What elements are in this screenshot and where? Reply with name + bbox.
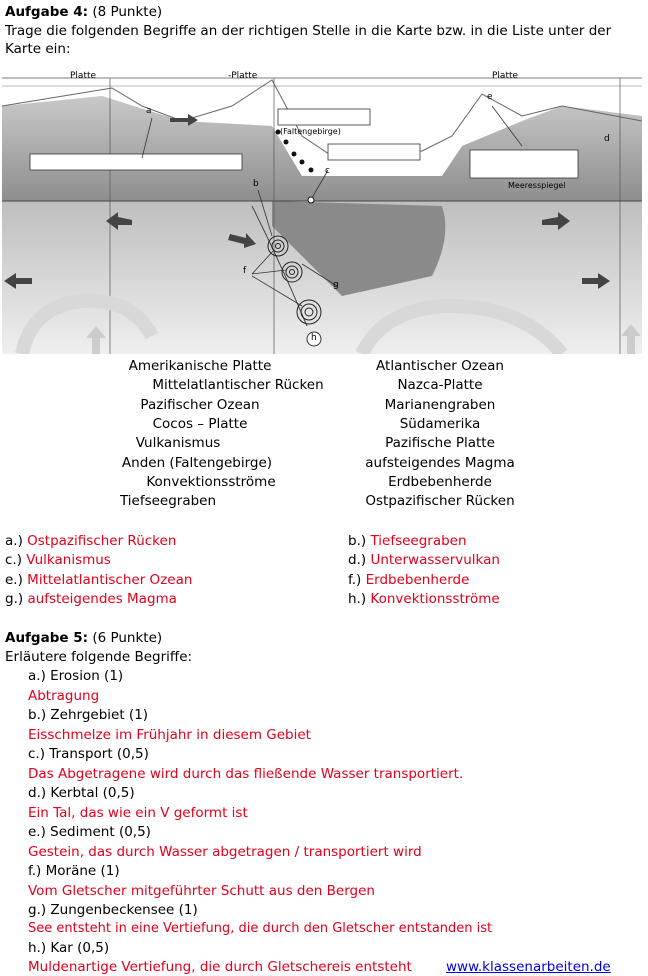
term-left: Tiefseegraben	[119, 493, 217, 509]
task4-instruction-1: Trage die folgenden Begriffe an der rich…	[5, 23, 612, 39]
term-right: Marianengraben	[384, 397, 496, 413]
answer-e: e.) Mittelatlantischer Ozean	[5, 572, 193, 588]
task5-answer: Das Abgetragene wird durch das fließende…	[28, 766, 464, 782]
task5-question: b.) Zehrgebiet (1)	[28, 707, 149, 723]
term-left: Konvektionsströme	[146, 474, 276, 490]
answer-d: d.) Unterwasservulkan	[348, 552, 500, 568]
marker-e: e	[487, 92, 493, 102]
term-right: Atlantischer Ozean	[376, 358, 504, 374]
task4-heading: Aufgabe 4: (8 Punkte)	[5, 4, 162, 20]
term-right: Erdbebenherde	[388, 474, 492, 490]
term-left: Mittelatlantischer Rücken	[152, 377, 324, 393]
task4-points: (8 Punkte)	[92, 4, 163, 20]
task5-answer: Eisschmelze im Frühjahr in diesem Gebiet	[28, 727, 311, 743]
plate-tectonics-figure	[2, 77, 642, 354]
term-right: Ostpazifischer Rücken	[365, 493, 515, 509]
sea-level-label: Meeresspiegel	[508, 181, 566, 190]
task5-answer: Vom Gletscher mitgeführter Schutt aus de…	[28, 883, 375, 899]
task5-heading: Aufgabe 5: (6 Punkte)	[5, 630, 162, 646]
task5-question: d.) Kerbtal (0,5)	[28, 785, 135, 801]
footer-link[interactable]: www.klassenarbeiten.de	[446, 959, 611, 975]
task5-question: g.) Zungenbeckensee (1)	[28, 902, 198, 918]
plate-label-2: -Platte	[228, 71, 258, 81]
term-right: Nazca-Platte	[397, 377, 483, 393]
task5-question: a.) Erosion (1)	[28, 668, 124, 684]
term-right: Pazifische Platte	[385, 435, 495, 451]
task5-question: h.) Kar (0,5)	[28, 940, 110, 956]
plate-label-3: Platte	[492, 71, 519, 81]
marker-f: f	[243, 266, 247, 276]
answer-c: c.) Vulkanismus	[5, 552, 111, 568]
marker-a: a	[146, 106, 152, 116]
answer-f: f.) Erdbebenherde	[348, 572, 470, 588]
term-left: Amerikanische Platte	[128, 358, 272, 374]
term-left: Cocos – Platte	[152, 416, 248, 432]
answer-a: a.) Ostpazifischer Rücken	[5, 533, 177, 549]
task5-answer: Abtragung	[28, 688, 100, 704]
answer-h: h.) Konvektionsströme	[348, 591, 500, 607]
task5-answer: Gestein, das durch Wasser abgetragen / t…	[28, 844, 422, 860]
plate-label-1: Platte	[70, 71, 97, 81]
task5-instruction: Erläutere folgende Begriffe:	[5, 649, 193, 665]
term-left: Anden (Faltengebirge)	[121, 455, 273, 471]
term-right: aufsteigendes Magma	[365, 455, 515, 471]
marker-h: h	[311, 333, 317, 343]
term-left: Vulkanismus	[135, 435, 221, 451]
term-left: Pazifischer Ozean	[140, 397, 260, 413]
task4-title: Aufgabe 4:	[5, 4, 89, 20]
task5-question: f.) Moräne (1)	[28, 863, 120, 879]
answer-b: b.) Tiefseegraben	[348, 533, 467, 549]
task5-answer: See entsteht in eine Vertiefung, die dur…	[28, 921, 493, 936]
answer-g: g.) aufsteigendes Magma	[5, 591, 177, 607]
task4-instruction-2: Karte ein:	[5, 41, 71, 57]
task5-points: (6 Punkte)	[92, 630, 163, 646]
task5-answer: Muldenartige Vertiefung, die durch Glets…	[28, 959, 412, 975]
marker-d: d	[604, 134, 610, 144]
task5-question: c.) Transport (0,5)	[28, 746, 149, 762]
marker-c: c	[325, 166, 330, 176]
marker-g: g	[333, 280, 339, 290]
task5-title: Aufgabe 5:	[5, 630, 89, 646]
task5-answer: Ein Tal, das wie ein V geformt ist	[28, 805, 248, 821]
fold-label: (Faltengebirge)	[280, 127, 341, 136]
marker-b: b	[253, 179, 259, 189]
term-right: Südamerika	[399, 416, 481, 432]
task5-question: e.) Sediment (0,5)	[28, 824, 151, 840]
